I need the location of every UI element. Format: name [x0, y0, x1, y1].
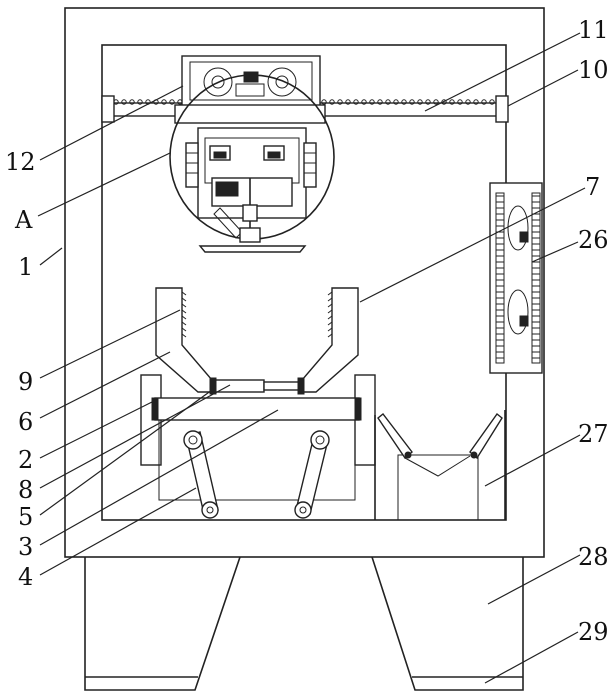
label-11: 11	[578, 16, 609, 44]
label-1: 1	[18, 253, 33, 281]
carriage	[175, 56, 325, 123]
label-3: 3	[18, 533, 33, 561]
label-4: 4	[18, 563, 33, 591]
label-29: 29	[578, 618, 609, 646]
label-8: 8	[18, 476, 33, 504]
collection-bin	[375, 410, 505, 520]
label-27: 27	[578, 420, 609, 448]
linkage-bars	[184, 431, 329, 518]
label-12: 12	[5, 148, 36, 176]
lifting-frame	[141, 375, 375, 500]
support-legs	[85, 557, 523, 690]
fan-box	[490, 183, 542, 373]
label-28: 28	[578, 543, 609, 571]
label-10: 10	[578, 56, 609, 84]
label-2: 2	[18, 446, 33, 474]
clamp-arms	[156, 288, 358, 392]
label-6: 6	[18, 408, 33, 436]
label-7: 7	[585, 173, 600, 201]
label-9: 9	[18, 368, 33, 396]
label-5: 5	[18, 503, 33, 531]
cylinder	[210, 378, 304, 394]
label-A: A	[14, 206, 33, 234]
label-26: 26	[578, 226, 609, 254]
